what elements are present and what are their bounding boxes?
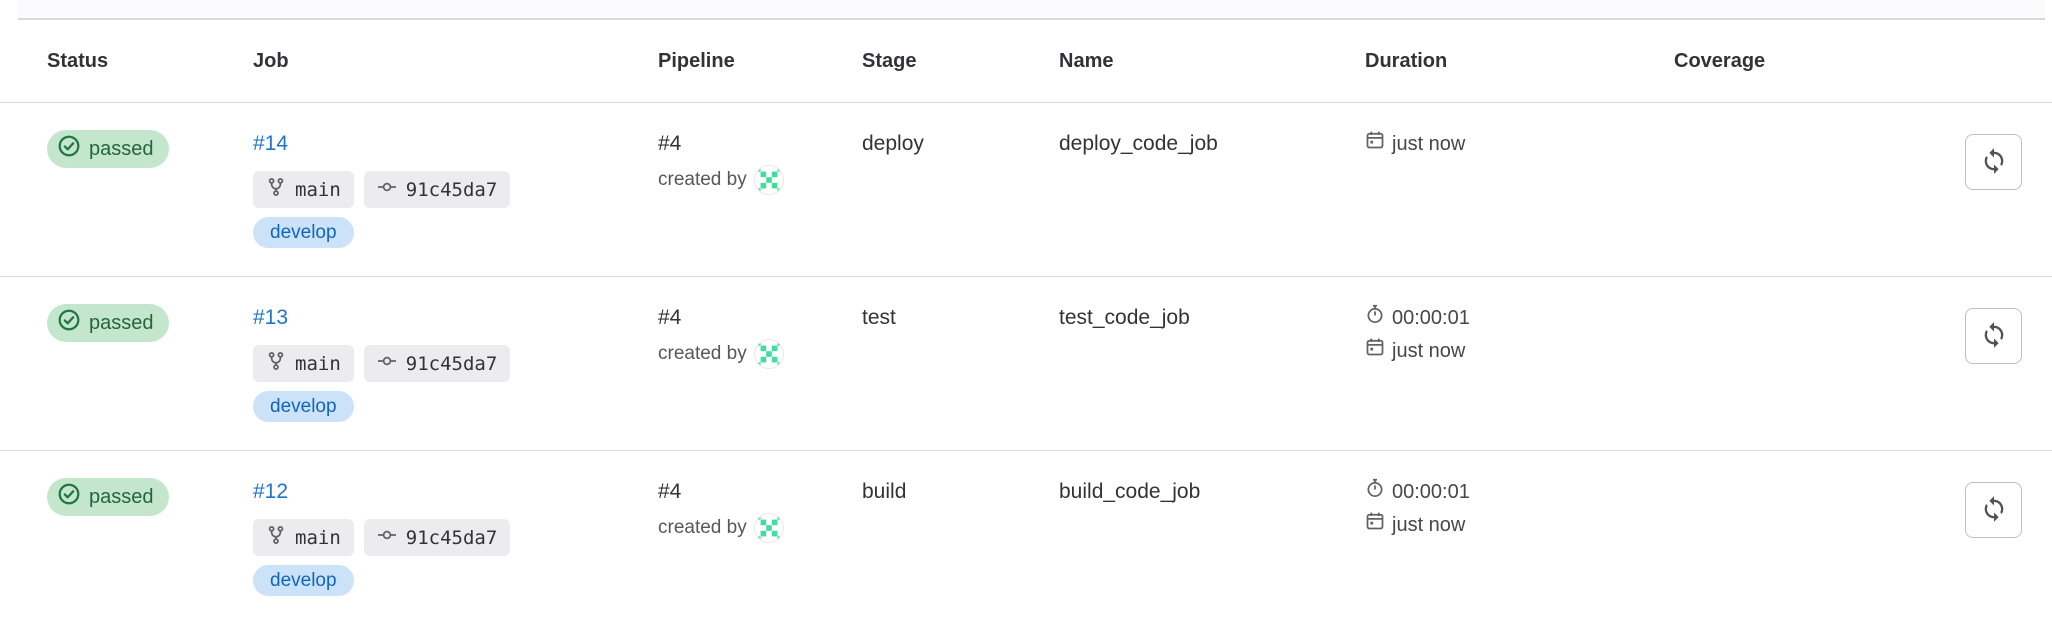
duration-cell: 00:00:01 just now: [1365, 451, 1674, 538]
job-cell: #12 main 91c45da7 develop: [253, 451, 658, 596]
commit-sha: 91c45da7: [405, 178, 498, 201]
branch-icon: [266, 525, 286, 550]
column-header-name: Name: [1059, 49, 1114, 72]
job-tag-badge: develop: [253, 565, 354, 596]
status-label: passed: [89, 485, 154, 508]
actions-cell: [1930, 451, 2052, 538]
commit-badge[interactable]: 91c45da7: [363, 171, 511, 208]
job-cell: #13 main 91c45da7 develop: [253, 277, 658, 422]
column-header-stage: Stage: [862, 49, 917, 72]
pipeline-cell: #4 created by: [658, 451, 862, 543]
finished-at: just now: [1392, 132, 1466, 155]
job-tag-badge: develop: [253, 391, 354, 422]
duration-cell: just now: [1365, 103, 1674, 157]
identicon-avatar[interactable]: [753, 165, 784, 195]
pipeline-cell: #4 created by: [658, 103, 862, 195]
retry-job-button[interactable]: [1965, 134, 2022, 190]
check-circle-icon: [57, 134, 81, 164]
commit-icon: [377, 177, 397, 202]
branch-icon: [266, 177, 286, 202]
duration-value: 00:00:01: [1392, 306, 1470, 329]
table-row: passed #14 main 91c45da7 develop #4 crea…: [0, 103, 2052, 277]
column-header-pipeline: Pipeline: [658, 49, 735, 72]
status-label: passed: [89, 137, 154, 160]
commit-icon: [377, 525, 397, 550]
stage-cell: build: [862, 480, 907, 503]
branch-name: main: [295, 526, 341, 549]
timer-icon: [1365, 304, 1385, 331]
commit-icon: [377, 351, 397, 376]
branch-name: main: [295, 352, 341, 375]
created-by-label: created by: [658, 517, 747, 538]
status-badge[interactable]: passed: [47, 130, 169, 168]
name-cell: deploy_code_job: [1059, 132, 1218, 155]
pipeline-id-link[interactable]: #4: [658, 132, 682, 155]
job-cell: #14 main 91c45da7 develop: [253, 103, 658, 248]
commit-badge[interactable]: 91c45da7: [363, 519, 511, 556]
calendar-icon: [1365, 511, 1385, 538]
coverage-cell: [1674, 103, 1930, 130]
retry-job-button[interactable]: [1965, 308, 2022, 364]
branch-icon: [266, 351, 286, 376]
pipeline-id-link[interactable]: #4: [658, 480, 682, 503]
table-row: passed #12 main 91c45da7 develop #4 crea…: [0, 451, 2052, 625]
created-by-label: created by: [658, 169, 747, 190]
identicon-avatar[interactable]: [753, 339, 784, 369]
stage-cell: deploy: [862, 132, 924, 155]
job-id-link[interactable]: #12: [253, 480, 289, 503]
commit-sha: 91c45da7: [405, 352, 498, 375]
retry-icon: [1980, 321, 2008, 352]
created-by-label: created by: [658, 343, 747, 364]
retry-icon: [1980, 147, 2008, 178]
commit-sha: 91c45da7: [405, 526, 498, 549]
finished-at: just now: [1392, 513, 1466, 536]
branch-name: main: [295, 178, 341, 201]
status-label: passed: [89, 311, 154, 334]
pipeline-cell: #4 created by: [658, 277, 862, 369]
status-cell: passed: [47, 451, 253, 516]
status-badge[interactable]: passed: [47, 478, 169, 516]
status-cell: passed: [47, 103, 253, 168]
column-header-coverage: Coverage: [1674, 49, 1766, 72]
stage-cell: test: [862, 306, 896, 329]
identicon-avatar[interactable]: [753, 513, 784, 543]
job-id-link[interactable]: #13: [253, 306, 289, 329]
actions-cell: [1930, 277, 2052, 364]
job-tag-badge: develop: [253, 217, 354, 248]
status-cell: passed: [47, 277, 253, 342]
pipeline-id-link[interactable]: #4: [658, 306, 682, 329]
finished-at: just now: [1392, 339, 1466, 362]
check-circle-icon: [57, 482, 81, 512]
table-header-row: Status Job Pipeline Stage Name Duration …: [0, 20, 2052, 103]
commit-badge[interactable]: 91c45da7: [363, 345, 511, 382]
column-header-status: Status: [47, 49, 109, 72]
name-cell: build_code_job: [1059, 480, 1201, 503]
branch-badge[interactable]: main: [253, 519, 354, 556]
duration-cell: 00:00:01 just now: [1365, 277, 1674, 364]
check-circle-icon: [57, 308, 81, 338]
status-badge[interactable]: passed: [47, 304, 169, 342]
duration-value: 00:00:01: [1392, 480, 1470, 503]
name-cell: test_code_job: [1059, 306, 1190, 329]
branch-badge[interactable]: main: [253, 345, 354, 382]
column-header-job: Job: [253, 49, 289, 72]
timer-icon: [1365, 478, 1385, 505]
retry-job-button[interactable]: [1965, 482, 2022, 538]
job-id-link[interactable]: #14: [253, 132, 289, 155]
coverage-cell: [1674, 451, 1930, 478]
coverage-cell: [1674, 277, 1930, 304]
calendar-icon: [1365, 337, 1385, 364]
tabs-panel-bottom-edge: [18, 0, 2045, 20]
retry-icon: [1980, 495, 2008, 526]
calendar-icon: [1365, 130, 1385, 157]
table-row: passed #13 main 91c45da7 develop #4 crea…: [0, 277, 2052, 451]
actions-cell: [1930, 103, 2052, 190]
column-header-duration: Duration: [1365, 49, 1448, 72]
branch-badge[interactable]: main: [253, 171, 354, 208]
